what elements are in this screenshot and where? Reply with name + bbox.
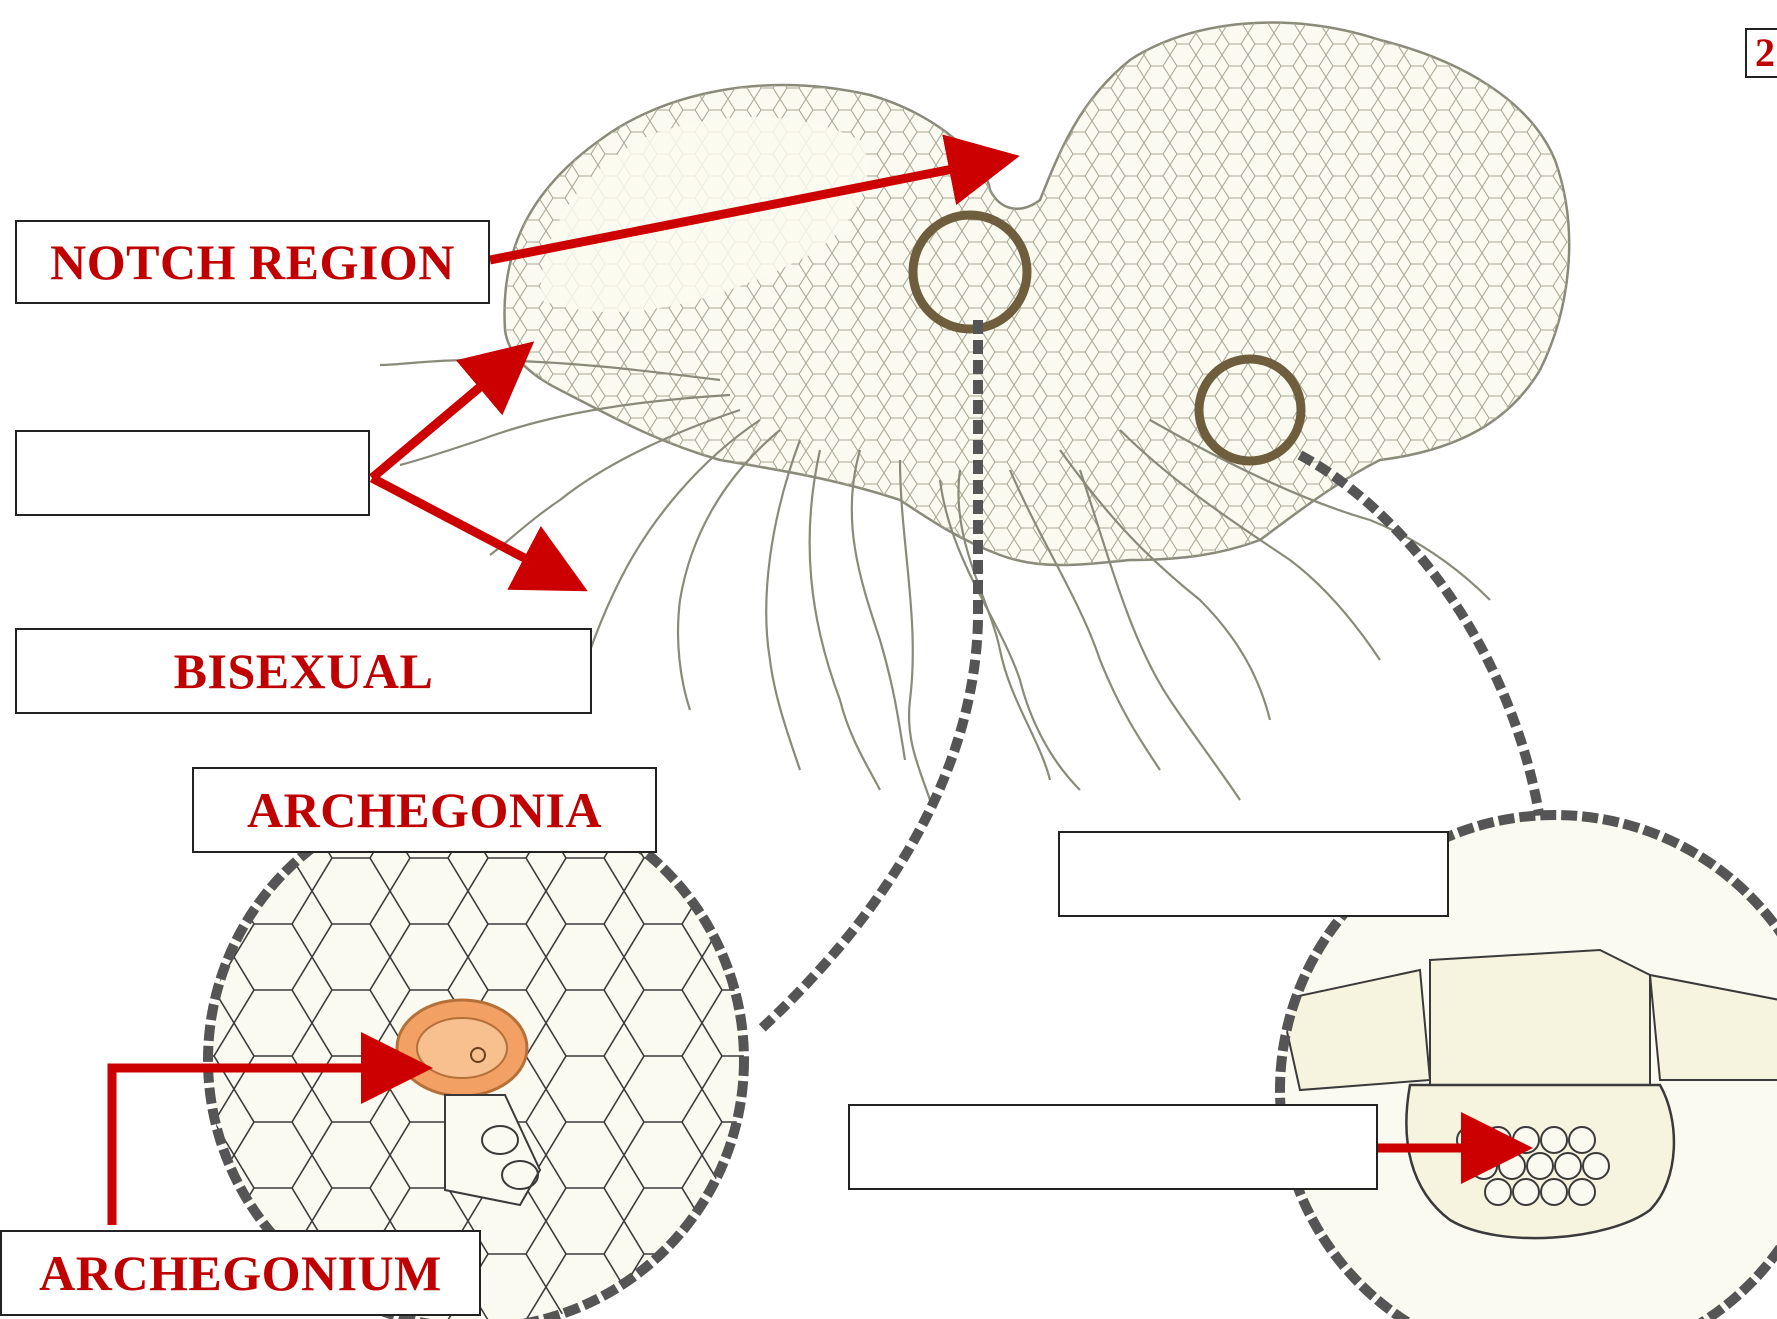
arrow-rhizoid-upper	[372, 382, 486, 478]
arrow-rhizoid-lower	[372, 478, 532, 562]
prothallus-thallus	[504, 23, 1569, 565]
label-antheridium-blank[interactable]	[848, 1104, 1378, 1190]
label-bisexual: BISEXUAL	[15, 628, 592, 714]
label-rhizoids-blank[interactable]	[15, 430, 370, 516]
label-archegonia: ARCHEGONIA	[192, 767, 657, 853]
label-antheridia-blank[interactable]	[1058, 831, 1449, 917]
label-notch-region: NOTCH REGION	[15, 220, 490, 304]
label-archegonium: ARCHEGONIUM	[0, 1230, 481, 1316]
slide-number-badge: 2	[1745, 28, 1777, 78]
